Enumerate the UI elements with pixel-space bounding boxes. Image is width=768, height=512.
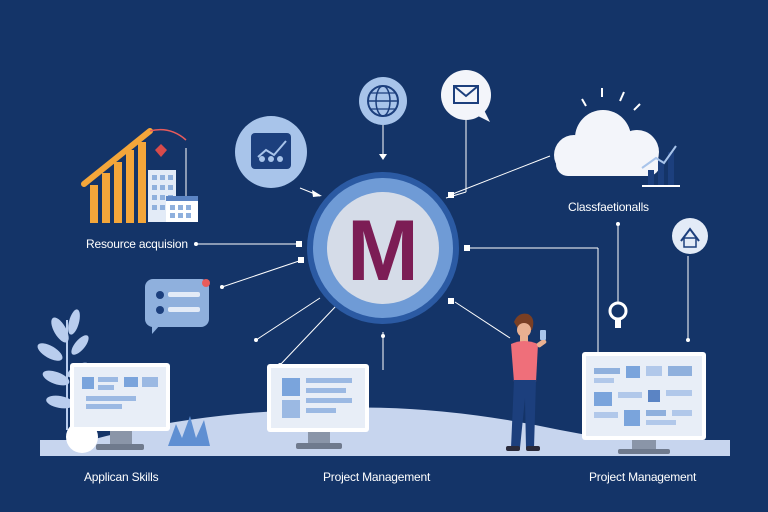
- key-icon: [608, 301, 628, 328]
- ground-base: [40, 440, 730, 456]
- arrowhead-chart: [312, 190, 322, 197]
- connector-lines: [185, 115, 689, 370]
- hub-letter: M: [347, 203, 419, 299]
- arrowhead-down: [379, 154, 387, 160]
- mail-icon: [441, 70, 491, 122]
- chat-card-icon: [145, 279, 210, 334]
- central-hub: [307, 172, 459, 324]
- label-classification: Classfaetionalls: [568, 200, 649, 214]
- label-applican-skills: Applican Skills: [84, 470, 159, 484]
- building-icon: [148, 170, 198, 222]
- chart-bubble-icon: [235, 116, 307, 188]
- leaf-plant: [168, 416, 210, 446]
- cloud-icon: [554, 88, 680, 187]
- label-project-management-right: Project Management: [589, 470, 697, 484]
- bar-chart-icon: [81, 128, 187, 223]
- center-monitor: [267, 364, 369, 449]
- house-icon: [672, 218, 708, 254]
- label-project-management-center: Project Management: [323, 470, 431, 484]
- right-monitor: [582, 352, 706, 454]
- connector-dots: [194, 192, 690, 367]
- globe-icon: [359, 77, 407, 125]
- label-resource-acquisition: Resource acquision: [86, 237, 188, 251]
- left-monitor: [70, 363, 170, 450]
- person-figure: [506, 313, 547, 451]
